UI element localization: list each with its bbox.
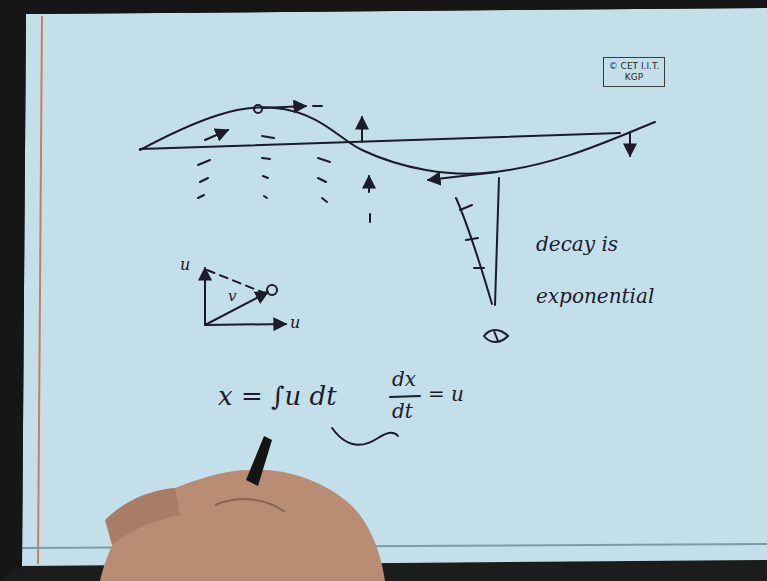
equation-part: dt (392, 400, 413, 422)
decay-tick (460, 205, 484, 268)
particle-dash (369, 214, 371, 222)
decay-curve (456, 198, 492, 304)
velocity-arrow (428, 172, 497, 180)
mean-level-line (140, 133, 620, 149)
eye-symbol (484, 330, 508, 342)
vector-arrow (205, 324, 286, 325)
equation-part: = u (428, 383, 464, 405)
fraction-bar (390, 396, 420, 397)
velocity-arrow (361, 117, 363, 142)
margin-line (38, 16, 42, 564)
particle-dash (318, 158, 330, 202)
particle-arrow (368, 176, 370, 192)
vector-label: u (180, 256, 190, 274)
vector-arrow (205, 292, 268, 325)
velocity-arrow (629, 132, 631, 156)
particle-dash (198, 160, 210, 198)
equation-part: dx (392, 368, 416, 390)
velocity-dash (313, 105, 322, 107)
paper (22, 8, 767, 566)
watermark-box: © CET I.I.T. KGP (603, 57, 665, 87)
particle-dash (262, 136, 274, 198)
curved-pointer (332, 428, 398, 445)
particle (254, 105, 262, 113)
velocity-arrow (262, 106, 306, 108)
vector-label: u (290, 314, 300, 332)
particle-arrow (205, 130, 228, 140)
equation: x = ∫u dt (218, 382, 337, 411)
hand (100, 436, 385, 581)
vector-arrow (204, 268, 206, 325)
depth-line (495, 178, 499, 305)
wave-profile (140, 107, 655, 173)
vector-tip (267, 285, 277, 295)
watermark-text: © CET I.I.T. KGP (608, 61, 660, 83)
vector-label: v (228, 288, 236, 305)
note: decay is exponential (536, 218, 654, 322)
